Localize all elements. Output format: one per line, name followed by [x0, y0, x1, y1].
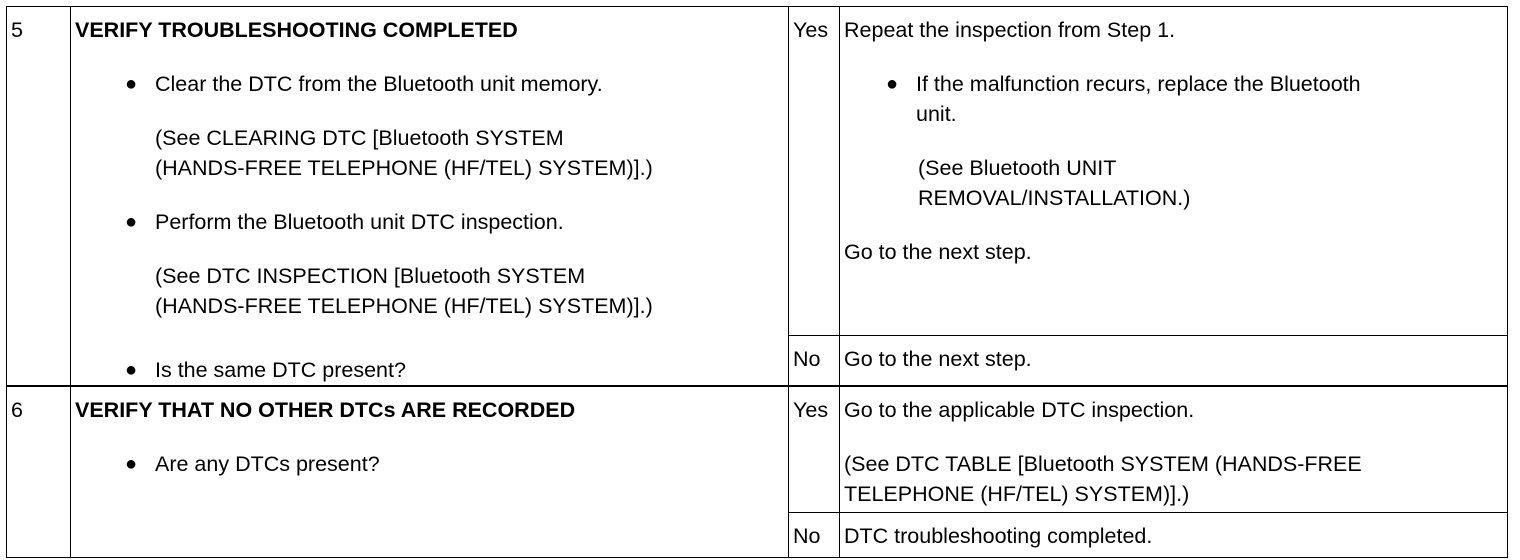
reference-line: (HANDS-FREE TELEPHONE (HF/TEL) SYSTEM)].…: [155, 294, 653, 318]
action-text: DTC troubleshooting completed.: [844, 523, 1153, 548]
bullet-text: Are any DTCs present?: [155, 452, 380, 476]
reference-text: (See DTC INSPECTION [Bluetooth SYSTEM (H…: [155, 261, 782, 321]
bullet-dot-icon: ●: [125, 211, 138, 233]
reference-line: (See DTC INSPECTION [Bluetooth SYSTEM: [155, 264, 586, 288]
reference-line: REMOVAL/INSTALLATION.): [918, 186, 1191, 210]
reference-line: TELEPHONE (HF/TEL) SYSTEM)].): [844, 482, 1190, 506]
step-title: VERIFY TROUBLESHOOTING COMPLETED: [75, 18, 518, 42]
reference-line: (See CLEARING DTC [Bluetooth SYSTEM: [155, 126, 564, 150]
troubleshooting-table-container: 5 VERIFY TROUBLESHOOTING COMPLETED ● Cle…: [6, 6, 1508, 558]
step-title: VERIFY THAT NO OTHER DTCs ARE RECORDED: [75, 398, 576, 422]
action-no-cell: Go to the next step.: [839, 334, 1508, 387]
bullet-dot-icon: ●: [125, 359, 138, 381]
bullet-text: If the malfunction recurs, replace the B…: [916, 69, 1361, 129]
reference-line: (HANDS-FREE TELEPHONE (HF/TEL) SYSTEM)].…: [155, 156, 653, 180]
inspection-bullet: ● Perform the Bluetooth unit DTC inspect…: [125, 207, 782, 237]
result-no-label: No: [788, 334, 840, 387]
action-text: Go to the next step.: [844, 346, 1032, 371]
step-5-row-yes: 5 VERIFY TROUBLESHOOTING COMPLETED ● Cle…: [6, 6, 1508, 387]
bullet-dot-icon: ●: [125, 453, 138, 475]
result-yes-label: Yes: [788, 385, 840, 513]
action-text: Go to the applicable DTC inspection.: [844, 398, 1195, 422]
action-bullet: ● If the malfunction recurs, replace the…: [886, 69, 1501, 129]
action-text: Go to the next step.: [844, 240, 1032, 264]
inspection-bullet: ● Clear the DTC from the Bluetooth unit …: [125, 69, 782, 99]
bullet-text: Is the same DTC present?: [155, 358, 406, 382]
bullet-dot-icon: ●: [125, 73, 138, 95]
result-yes-label: Yes: [788, 6, 840, 336]
reference-text: (See DTC TABLE [Bluetooth SYSTEM (HANDS-…: [844, 449, 1501, 509]
step-5-row-no: No Go to the next step.: [7, 334, 1508, 387]
bullet-dot-icon: ●: [886, 73, 899, 95]
reference-line: (See DTC TABLE [Bluetooth SYSTEM (HANDS-…: [844, 452, 1362, 476]
bullet-line: If the malfunction recurs, replace the B…: [916, 72, 1361, 96]
bullet-line: unit.: [916, 102, 957, 126]
troubleshooting-table: 5 VERIFY TROUBLESHOOTING COMPLETED ● Cle…: [6, 6, 1508, 558]
bullet-text: Clear the DTC from the Bluetooth unit me…: [155, 72, 603, 96]
action-yes-cell: Go to the applicable DTC inspection. (Se…: [839, 385, 1508, 513]
result-no-label: No: [788, 511, 840, 558]
reference-text: (See CLEARING DTC [Bluetooth SYSTEM (HAN…: [155, 123, 782, 183]
step-6-row-no: No DTC troubleshooting completed.: [7, 511, 1508, 558]
reference-text: (See Bluetooth UNIT REMOVAL/INSTALLATION…: [918, 153, 1501, 213]
inspection-bullet: ● Is the same DTC present?: [125, 355, 782, 385]
step-5-inspection-cell: VERIFY TROUBLESHOOTING COMPLETED ● Clear…: [70, 6, 789, 387]
bullet-text: Perform the Bluetooth unit DTC inspectio…: [155, 210, 564, 234]
action-yes-cell: Repeat the inspection from Step 1. ● If …: [839, 6, 1508, 336]
action-text: Repeat the inspection from Step 1.: [844, 18, 1176, 42]
step-6-row-yes: 6 VERIFY THAT NO OTHER DTCs ARE RECORDED…: [6, 385, 1508, 558]
step-6-inspection-cell: VERIFY THAT NO OTHER DTCs ARE RECORDED ●…: [70, 385, 789, 558]
inspection-bullet: ● Are any DTCs present?: [125, 449, 782, 479]
step-number: 6: [6, 385, 71, 558]
reference-line: (See Bluetooth UNIT: [918, 156, 1117, 180]
action-no-cell: DTC troubleshooting completed.: [839, 511, 1508, 558]
step-number: 5: [6, 6, 71, 387]
